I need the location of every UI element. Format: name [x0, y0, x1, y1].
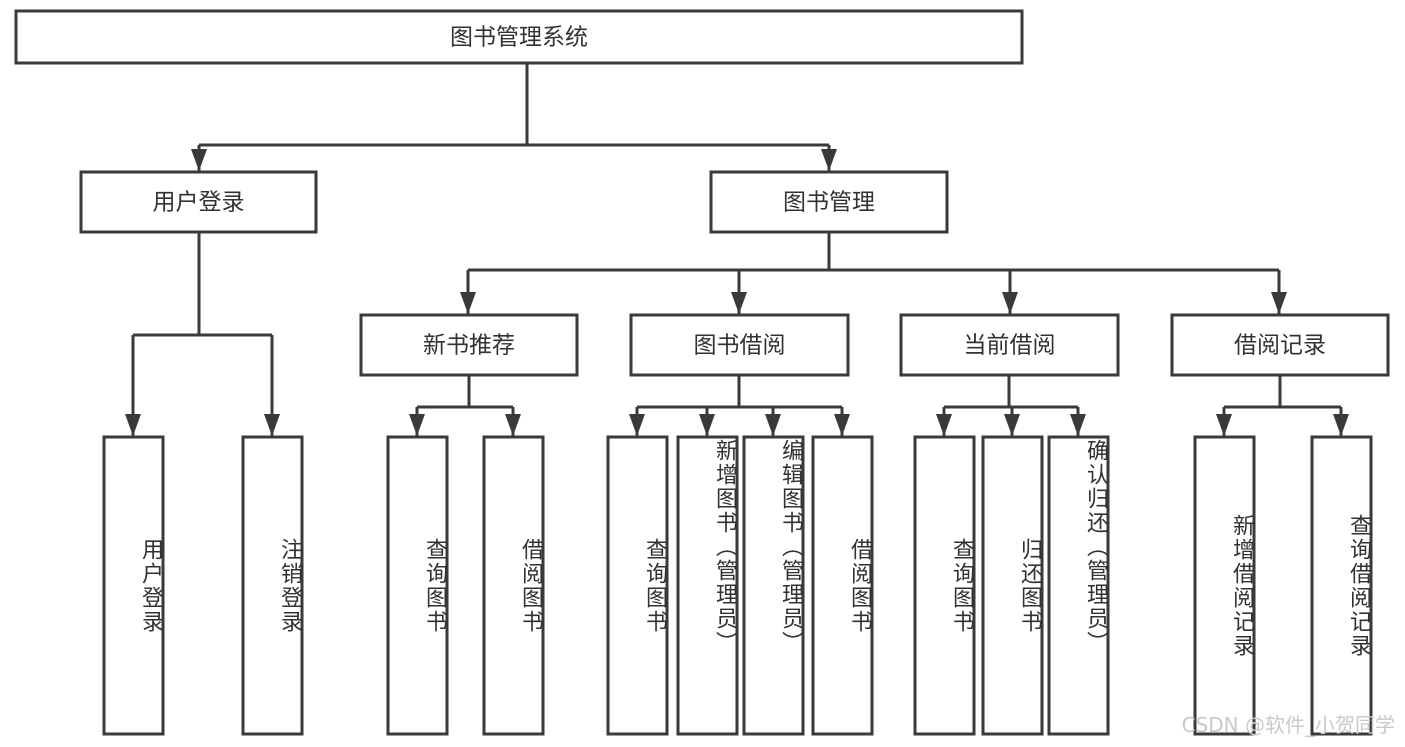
node-user-login[interactable] — [79, 170, 318, 234]
node-leaf-return-book[interactable] — [981, 435, 1044, 736]
node-new-book-rec[interactable] — [359, 313, 579, 377]
node-label-user-login: 用户登录 — [153, 190, 245, 216]
node-leaf-confirm-return-admin[interactable] — [1047, 435, 1110, 736]
node-label-book-manage: 图书管理 — [783, 190, 875, 216]
node-leaf-borrow-book-b[interactable] — [811, 435, 874, 736]
node-current-borrow[interactable] — [899, 313, 1120, 377]
node-book-borrow[interactable] — [629, 313, 850, 377]
csdn-watermark: CSDN @软件_小贺同学 — [1182, 713, 1395, 737]
node-leaf-logout[interactable] — [241, 435, 304, 736]
node-leaf-query-book-c[interactable] — [913, 435, 976, 736]
node-leaf-add-book-admin[interactable] — [676, 435, 739, 736]
node-leaf-query-book-rec[interactable] — [386, 435, 449, 736]
node-label-current-borrow: 当前借阅 — [964, 333, 1056, 359]
node-book-manage[interactable] — [709, 170, 949, 234]
node-leaf-add-borrow-record[interactable] — [1193, 435, 1256, 736]
node-label-borrow-record: 借阅记录 — [1234, 333, 1326, 359]
node-leaf-edit-book-admin[interactable] — [742, 435, 805, 736]
node-label-new-book-rec: 新书推荐 — [423, 333, 515, 359]
node-leaf-user-login[interactable] — [102, 435, 165, 736]
node-borrow-record[interactable] — [1170, 313, 1390, 377]
node-leaf-query-borrow-record[interactable] — [1310, 435, 1373, 736]
connector-layer — [125, 63, 1349, 436]
node-leaf-borrow-book-rec[interactable] — [482, 435, 545, 736]
node-box-layer — [14, 9, 1390, 736]
node-label-book-borrow: 图书借阅 — [694, 333, 786, 359]
node-root[interactable] — [14, 9, 1024, 65]
node-leaf-query-book-b[interactable] — [606, 435, 669, 736]
node-label-root: 图书管理系统 — [450, 25, 588, 51]
